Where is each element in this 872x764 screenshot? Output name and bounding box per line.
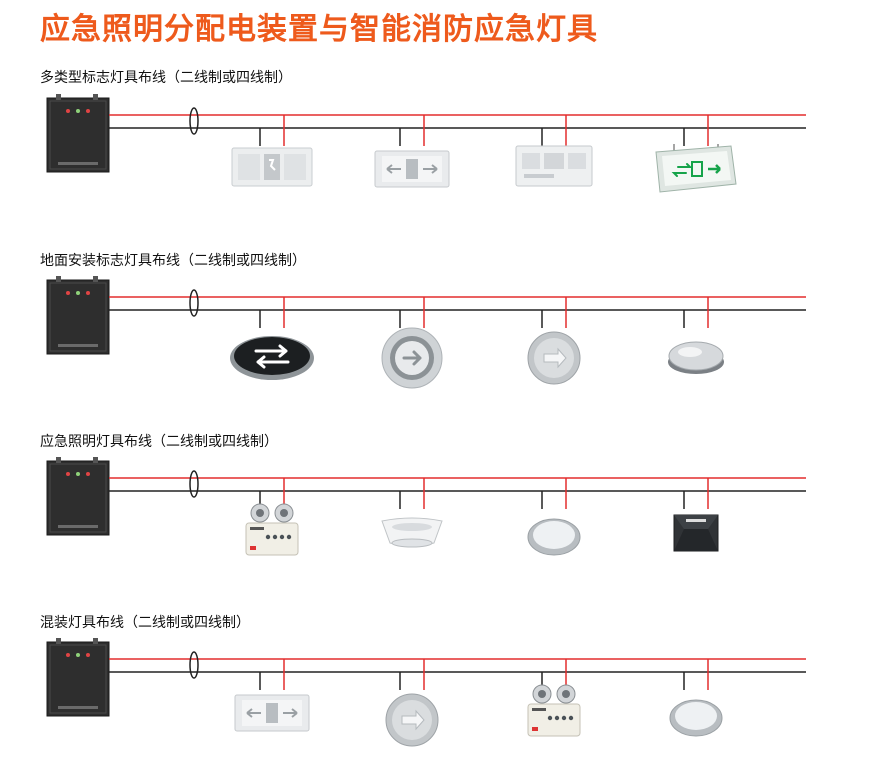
box-light-icon xyxy=(673,514,719,552)
page-title: 应急照明分配电装置与智能消防应急灯具 xyxy=(40,12,598,47)
wiring-diagram-svg xyxy=(46,276,806,389)
sign-panel-icon xyxy=(515,145,593,187)
exit-sign-icon xyxy=(231,147,313,187)
double-arrow-sign-icon xyxy=(374,150,450,188)
cable-clamp-icon xyxy=(189,470,199,498)
twin-head-light-icon xyxy=(245,503,299,556)
cable-clamp-icon xyxy=(189,651,199,679)
cable-clamp-icon xyxy=(189,289,199,317)
wiring-diagram-svg xyxy=(46,457,806,556)
distribution-cabinet-icon xyxy=(46,638,110,717)
cable-clamp-icon xyxy=(189,107,199,135)
section-label-multi-sign: 多类型标志灯具布线（二线制或四线制） xyxy=(40,70,292,86)
wiring-diagram-svg xyxy=(46,638,806,747)
floor-round-light-icon xyxy=(381,327,443,389)
wiring-diagram-floor-sign xyxy=(0,272,872,392)
distribution-cabinet-icon xyxy=(46,276,110,355)
wiring-diagram-svg xyxy=(46,94,806,193)
section-label-emergency-lighting: 应急照明灯具布线（二线制或四线制） xyxy=(40,434,278,450)
floor-steel-light-icon xyxy=(527,331,581,385)
section-label-mixed: 混装灯具布线（二线制或四线制） xyxy=(40,615,250,631)
floor-steel-light-icon xyxy=(385,693,439,747)
distribution-cabinet-icon xyxy=(46,457,110,536)
downlight-icon xyxy=(381,517,443,548)
wiring-diagram-mixed xyxy=(0,634,872,754)
floor-dome-light-icon xyxy=(668,341,724,374)
green-exit-arrow-icon xyxy=(655,144,737,193)
distribution-cabinet-icon xyxy=(46,94,110,173)
ceiling-light-icon xyxy=(669,699,723,737)
wiring-diagram-emergency-lighting xyxy=(0,453,872,573)
double-arrow-sign-icon xyxy=(234,694,310,732)
floor-arrow-light-icon xyxy=(230,336,314,380)
ceiling-light-icon xyxy=(527,518,581,556)
section-label-floor-sign: 地面安装标志灯具布线（二线制或四线制） xyxy=(40,253,306,269)
wiring-diagram-multi-sign xyxy=(0,90,872,210)
twin-head-light-icon xyxy=(527,684,581,737)
